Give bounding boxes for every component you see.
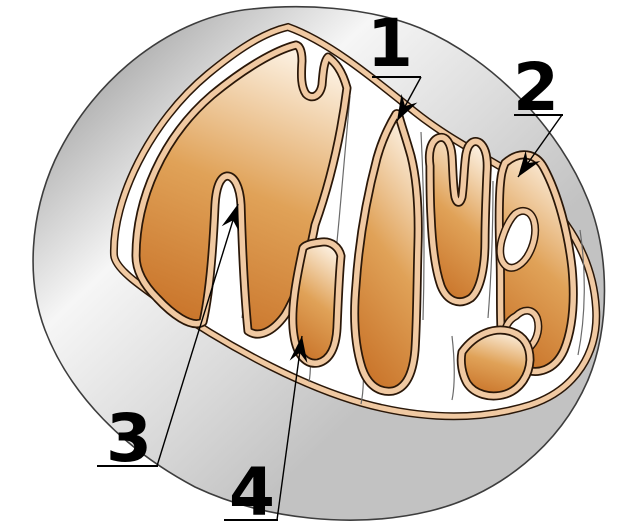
callout-3: 3 — [97, 203, 239, 477]
callout-4: 4 — [224, 335, 308, 529]
callout-3-arrowhead — [221, 204, 239, 232]
callout-2: 2 — [513, 49, 563, 178]
callout-3-leader-line — [156, 203, 239, 467]
callout-2-number: 2 — [513, 49, 559, 126]
backwall-line — [451, 335, 455, 401]
callout-1-arrowhead — [397, 93, 418, 121]
callout-4-leader-line — [276, 335, 303, 521]
callout-1-number: 1 — [367, 5, 413, 82]
callout-2-arrowhead — [518, 150, 541, 177]
matrix-bottom-lobe — [461, 330, 530, 396]
backwall-line — [577, 229, 585, 356]
callout-4-number: 4 — [229, 454, 275, 529]
callout-4-arrowhead — [289, 336, 308, 363]
callout-3-number: 3 — [106, 400, 152, 477]
callout-1: 1 — [367, 5, 422, 122]
backwall-line — [420, 131, 425, 321]
backwall-line — [487, 180, 494, 319]
